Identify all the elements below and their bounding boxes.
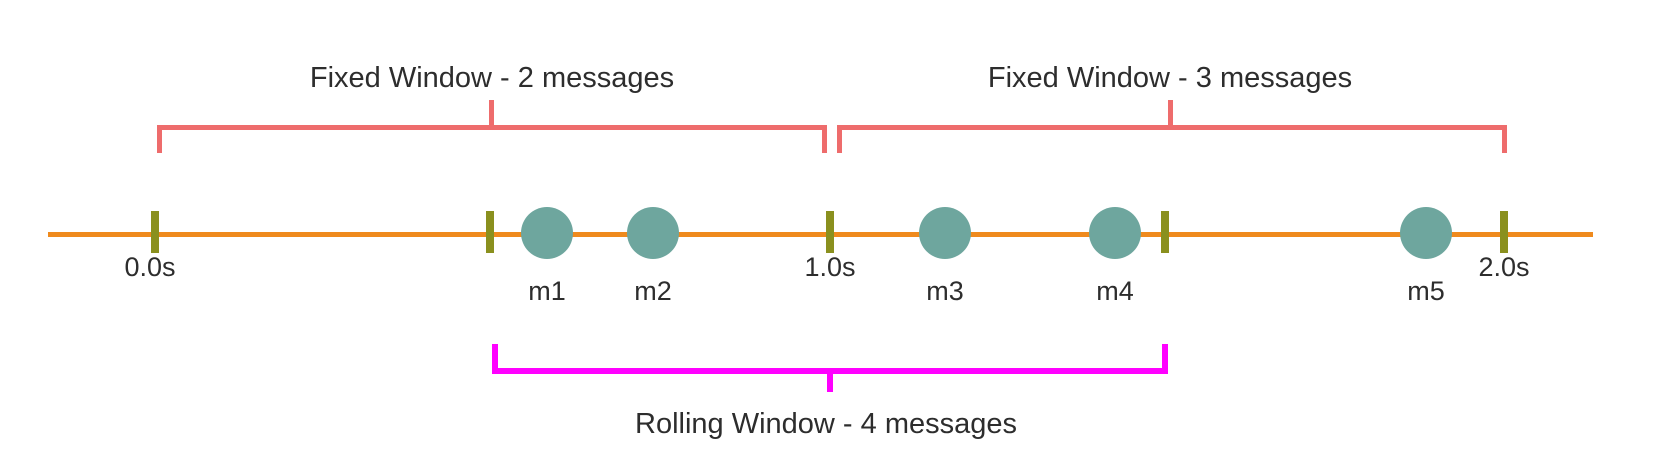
timeline-tick-0-5s — [486, 211, 494, 253]
fixed-window-1-bracket-leg-right — [822, 125, 827, 153]
fixed-window-1-bracket-bar — [157, 125, 827, 130]
timeline-axis — [48, 232, 1593, 237]
fixed-window-2-bracket-leg-left — [837, 125, 842, 153]
timeline-tick-1-5s — [1161, 211, 1169, 253]
rolling-window-label: Rolling Window - 4 messages — [635, 408, 1017, 440]
tick-label: 0.0s — [124, 252, 176, 282]
rolling-window-bracket-leg-left — [492, 344, 498, 374]
fixed-window-1-bracket-stem — [489, 100, 494, 127]
message-label: m5 — [1407, 276, 1445, 306]
rolling-window-bracket-leg-right — [1162, 344, 1168, 374]
fixed-window-2-bracket-stem — [1168, 100, 1173, 127]
message-dot-m4 — [1089, 207, 1141, 259]
tick-label: 1.0s — [804, 252, 856, 282]
message-label: m2 — [634, 276, 672, 306]
fixed-window-1-label: Fixed Window - 2 messages — [309, 62, 675, 94]
message-dot-m5 — [1400, 207, 1452, 259]
fixed-window-2-bracket-leg-right — [1502, 125, 1507, 153]
fixed-window-2-bracket-bar — [837, 125, 1507, 130]
message-label: m1 — [528, 276, 566, 306]
timeline-tick-1s — [826, 211, 834, 253]
timeline-tick-2s — [1500, 211, 1508, 253]
message-dot-m3 — [919, 207, 971, 259]
message-label: m4 — [1096, 276, 1134, 306]
message-dot-m2 — [627, 207, 679, 259]
fixed-window-2-label: Fixed Window - 3 messages — [987, 62, 1353, 94]
rolling-window-bracket-stem — [827, 368, 833, 392]
timeline-tick-0s — [151, 211, 159, 253]
message-label: m3 — [926, 276, 964, 306]
tick-label: 2.0s — [1478, 252, 1530, 282]
fixed-window-1-bracket-leg-left — [157, 125, 162, 153]
message-dot-m1 — [521, 207, 573, 259]
